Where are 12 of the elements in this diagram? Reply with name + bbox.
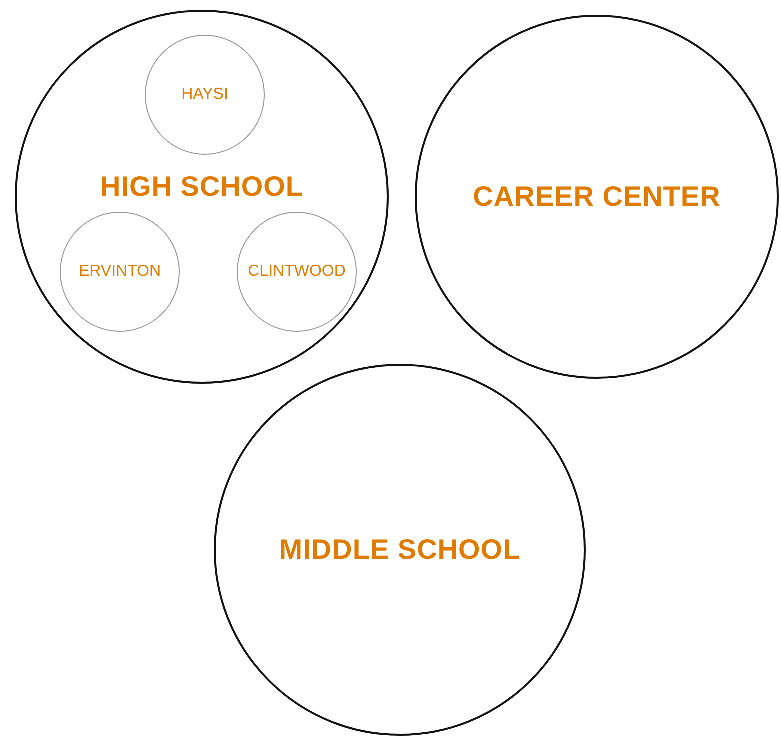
school-circle xyxy=(415,15,779,379)
circle-label: HAYSI xyxy=(182,86,228,104)
school-circle xyxy=(214,364,586,736)
circle-title: HIGH SCHOOL xyxy=(100,171,304,203)
circle-title: CAREER CENTER xyxy=(473,181,721,213)
circle-label: ERVINTON xyxy=(78,263,162,281)
campus-circle xyxy=(60,212,180,332)
circle-title: MIDDLE SCHOOL xyxy=(279,534,521,566)
circle-label: CLINTWOOD xyxy=(248,263,346,281)
campus-circle xyxy=(237,212,357,332)
campus-circle xyxy=(145,35,265,155)
school-circle xyxy=(15,10,389,384)
